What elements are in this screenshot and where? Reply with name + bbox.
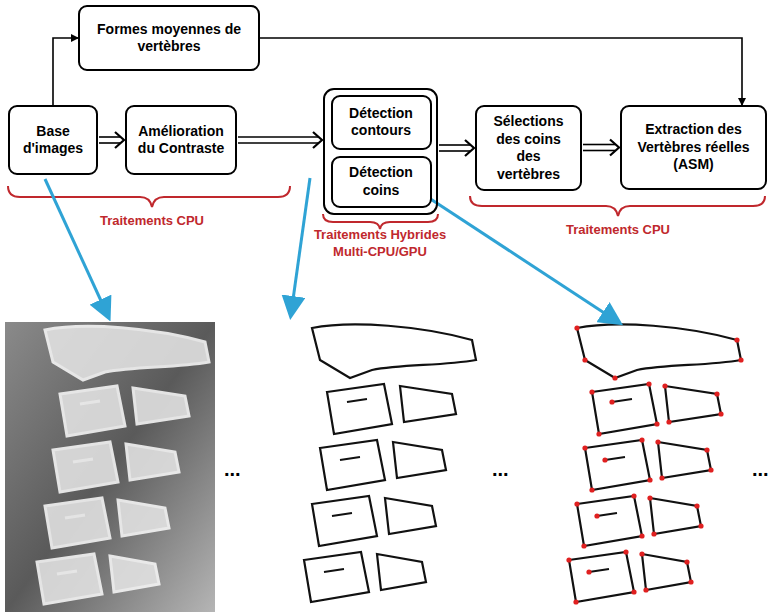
pointer-arrow xyxy=(426,196,618,322)
process-box: Sélections des coins des vertèbres xyxy=(475,105,582,191)
bracket xyxy=(323,214,438,229)
process-box: Détection contours xyxy=(331,95,432,150)
corner-map xyxy=(566,324,743,604)
flow-arrow xyxy=(260,38,742,105)
box-label: Base d'images xyxy=(10,119,96,162)
bracket-label: Traitements CPU xyxy=(100,213,204,228)
process-box: Détection coins xyxy=(331,156,432,208)
process-box: Base d'images xyxy=(8,105,98,175)
bracket xyxy=(470,196,765,216)
ellipsis-mark: ... xyxy=(492,458,509,481)
flow-arrow xyxy=(439,140,474,156)
group-box: Traitements Hybrides Multi-CPU/GPUDétect… xyxy=(323,88,438,215)
process-box: Extraction des Vertèbres réelles (ASM) xyxy=(620,105,767,190)
ellipsis-mark: ... xyxy=(752,458,769,481)
process-box: Amélioration du Contraste xyxy=(125,105,237,175)
box-label: Formes moyennes de vertèbres xyxy=(80,17,258,60)
flow-arrow xyxy=(583,140,619,156)
pointer-arrow xyxy=(291,178,310,314)
box-label: Amélioration du Contraste xyxy=(127,119,235,162)
flow-arrow xyxy=(53,38,78,105)
box-label: Extraction des Vertèbres réelles (ASM) xyxy=(622,117,765,178)
box-label: Détection coins xyxy=(333,160,430,203)
pointer-arrow xyxy=(45,179,108,316)
xray-image xyxy=(5,322,215,612)
box-label: Sélections des coins des vertèbres xyxy=(477,109,580,187)
process-box: Formes moyennes de vertèbres xyxy=(78,5,260,71)
ellipsis-mark: ... xyxy=(224,458,241,481)
flow-arrow xyxy=(99,132,124,148)
group-label: Traitements Hybrides Multi-CPU/GPU xyxy=(305,227,455,261)
box-label: Détection contours xyxy=(333,101,430,144)
flow-arrow xyxy=(238,132,322,148)
bracket-label: Traitements CPU xyxy=(566,222,670,237)
edge-map xyxy=(304,324,476,602)
